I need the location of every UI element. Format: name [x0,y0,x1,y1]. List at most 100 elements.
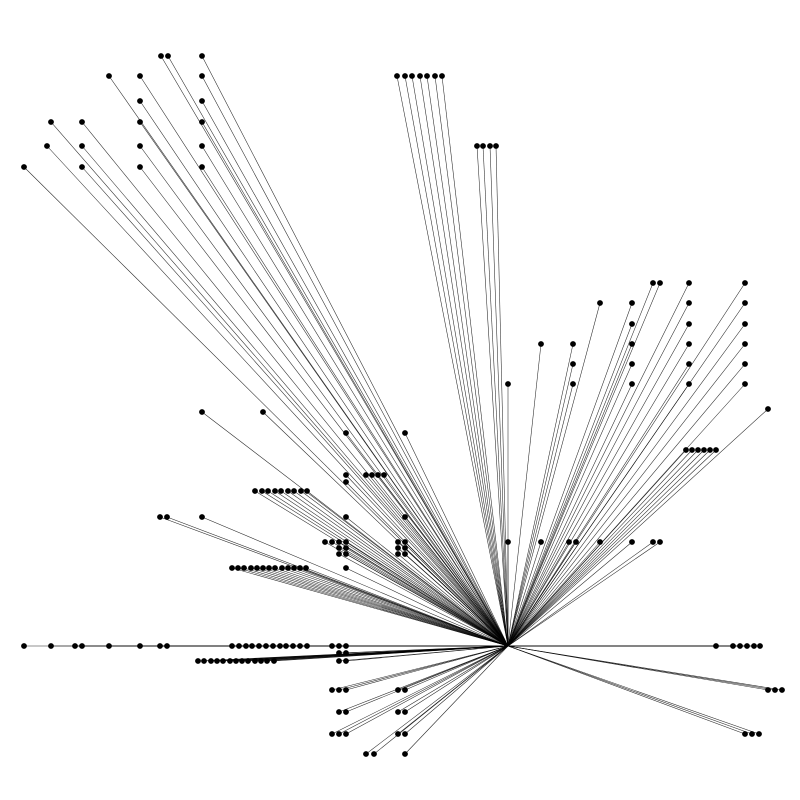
node-dot [48,119,54,125]
node-dot [285,488,291,494]
edge-line [139,75,509,647]
node-dot [254,565,260,571]
node-dot [751,643,757,649]
edge-line [507,541,654,647]
node-dot [417,73,423,79]
edge-line [404,645,509,713]
node-dot [402,73,408,79]
node-dot [48,643,54,649]
edge-line [507,541,577,647]
node-dot [629,381,635,387]
node-dot [343,731,349,737]
edge-line [250,567,509,647]
edge-line [507,323,746,647]
edge-line [293,567,509,647]
node-dot [229,643,235,649]
edge-line [306,490,509,647]
node-dot [336,643,342,649]
node-dot [650,539,656,545]
node-dot [137,164,143,170]
edge-line [81,145,509,647]
edge-line [507,645,746,735]
node-dot [772,687,778,693]
node-dot [480,143,486,149]
edge-line [373,645,509,755]
edge-line [201,75,509,647]
edge-line [507,363,574,647]
node-dot [629,341,635,347]
edge-line [507,408,769,647]
edge-line [397,645,509,713]
node-dot [248,565,254,571]
edge-line [331,645,509,691]
node-dot [505,381,511,387]
edge-line [507,302,633,647]
node-dot [749,731,755,737]
edge-line [160,55,509,647]
edge-line [331,541,509,647]
edge-line [345,645,509,691]
node-dot [395,545,401,551]
node-dot [336,551,342,557]
node-dot [343,514,349,520]
node-dot [737,643,743,649]
node-dot [343,545,349,551]
node-dot [343,709,349,715]
edge-line [273,645,509,662]
node-dot [683,447,689,453]
edge-line [377,474,509,647]
node-dot [137,73,143,79]
edge-line [345,547,509,647]
node-dot [343,643,349,649]
node-dot [629,300,635,306]
node-dot [765,406,771,412]
node-dot [686,300,692,306]
node-dot [765,687,771,693]
edge-line [201,145,509,647]
edge-line [507,541,570,647]
node-dot [199,98,205,104]
node-dot [402,545,408,551]
edge-line [507,323,633,647]
node-dot [278,488,284,494]
edge-line [507,645,760,735]
node-dot [686,381,692,387]
node-dot [298,488,304,494]
edge-line [383,474,509,647]
node-dot [343,650,349,656]
edge-line [237,567,509,647]
node-dot [369,472,375,478]
node-dot [157,643,163,649]
node-dot [220,658,226,664]
edge-line [404,645,509,691]
node-dot [570,341,576,347]
node-dot [277,643,283,649]
node-dot [657,280,663,286]
node-dot [343,539,349,545]
node-dot [79,164,85,170]
edge-line [404,541,509,647]
edge-line [338,547,509,647]
node-dot [199,119,205,125]
edge-line [404,553,509,647]
node-dot [336,650,342,656]
node-dot [493,143,499,149]
node-dot [72,643,78,649]
edge-line [274,567,509,647]
edge-line [287,490,509,647]
node-dot [199,409,205,415]
node-dot [266,565,272,571]
node-dot [297,643,303,649]
edge-line [81,166,509,647]
edge-line [411,75,509,647]
edge-line [262,567,509,647]
edge-line [345,645,509,713]
edge-line [338,645,509,691]
node-dot [336,709,342,715]
node-dot [252,658,258,664]
node-dot [686,321,692,327]
node-dot [402,514,408,520]
node-dot [291,488,297,494]
node-dot [742,381,748,387]
node-dot [570,381,576,387]
